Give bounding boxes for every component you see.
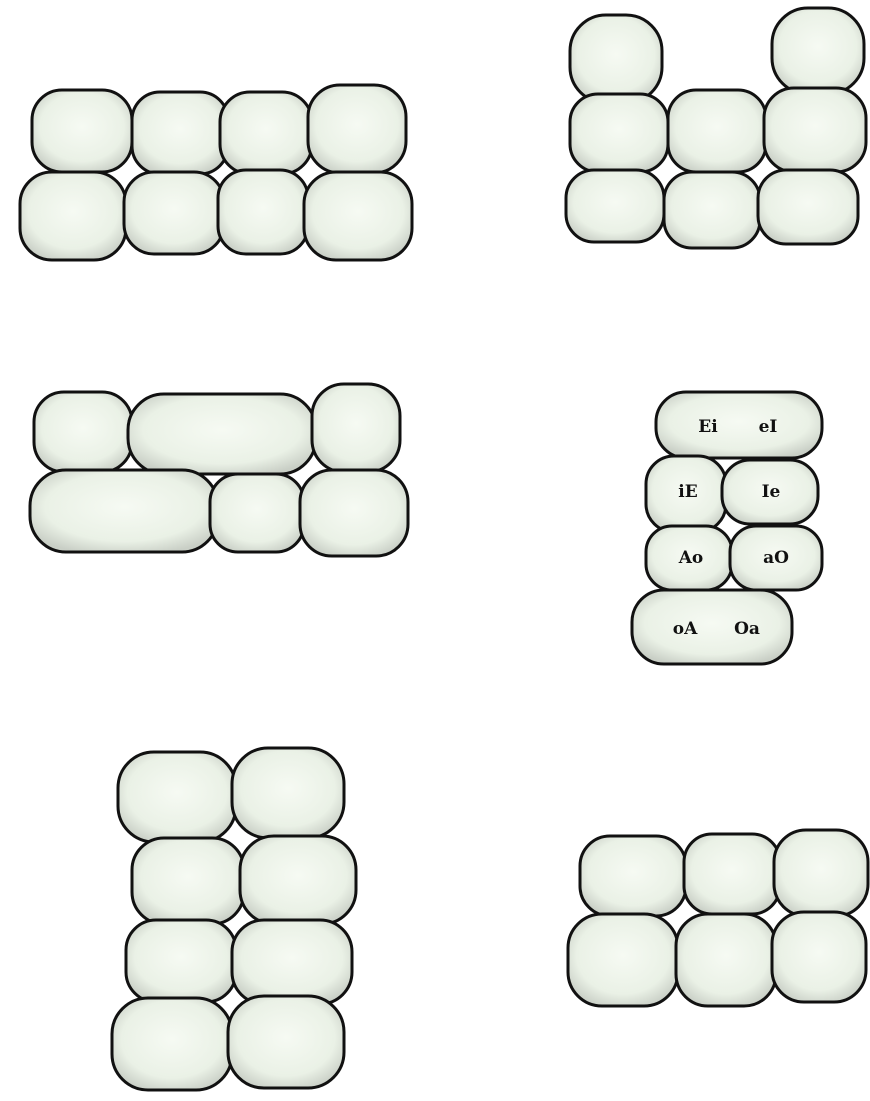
arrangement-1 [20, 85, 412, 260]
cell [676, 914, 776, 1006]
cell [772, 912, 866, 1002]
cell [240, 836, 356, 924]
arrangement-6 [568, 830, 868, 1006]
label-ei-capital: eI [759, 417, 778, 437]
cell [684, 834, 780, 914]
cell [112, 998, 232, 1090]
label-oa: oA [673, 619, 698, 639]
cell [30, 470, 218, 552]
cell [570, 15, 662, 103]
cell [300, 470, 408, 556]
label-oa-capital: Oa [734, 619, 760, 639]
label-ei: Ei [698, 417, 718, 437]
cell [20, 172, 126, 260]
cell [118, 752, 236, 842]
cell [312, 384, 400, 472]
cell [228, 996, 344, 1088]
cell [132, 838, 244, 924]
cell [774, 830, 868, 916]
cell [304, 172, 412, 260]
cell [764, 88, 866, 172]
cell [308, 85, 406, 173]
cell [580, 836, 686, 916]
label-ie: iE [678, 482, 697, 502]
label-ao-capital: aO [763, 548, 789, 568]
cell [220, 92, 312, 174]
cell [126, 920, 236, 1002]
cell [210, 474, 304, 552]
cell [232, 748, 344, 838]
arrangement-3 [30, 384, 408, 556]
cell [758, 170, 858, 244]
cell [566, 170, 664, 242]
label-ie-capital: Ie [762, 482, 781, 502]
cell [124, 172, 224, 254]
cell [568, 914, 678, 1006]
cell [34, 392, 132, 472]
cell [132, 92, 228, 174]
label-ao: Ao [678, 548, 704, 568]
arrangement-2 [566, 8, 866, 248]
cell [232, 920, 352, 1004]
cell [664, 172, 760, 248]
arrangement-5 [112, 748, 356, 1090]
cell-oA-Oa [632, 590, 792, 664]
cell [32, 90, 132, 172]
cell [668, 90, 766, 172]
cell-Ei-eI [656, 392, 822, 458]
cell [128, 394, 316, 474]
arrangement-4-labeled: Ei eI iE Ie Ao aO oA Oa [632, 392, 822, 664]
cell [218, 170, 308, 254]
cell [772, 8, 864, 94]
cell [570, 94, 668, 172]
